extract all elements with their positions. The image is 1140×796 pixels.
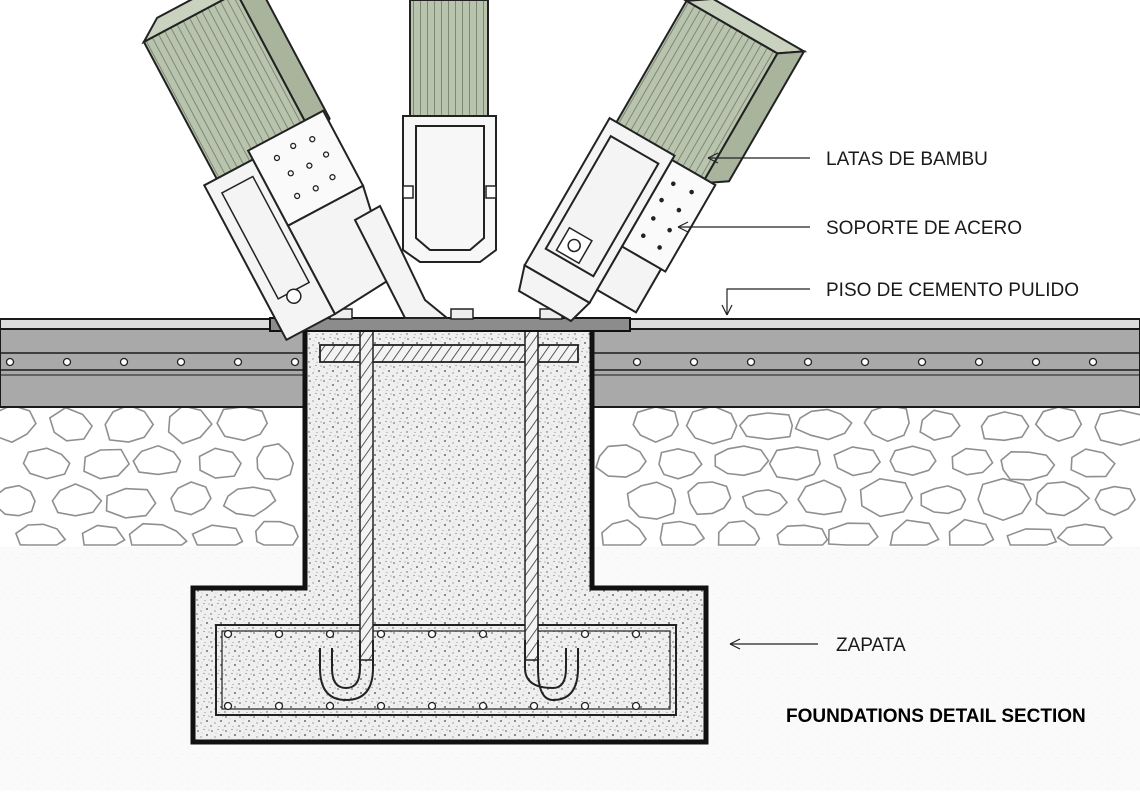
footing-reinforcement-cage: [215, 624, 677, 716]
gravel-stones: [0, 404, 1140, 546]
footing-zapata: [190, 326, 709, 745]
label-zapata: ZAPATA: [836, 635, 906, 656]
label-floor-group: PISO DE CEMENTO PULIDO: [721, 280, 1079, 316]
anchor-plate: [319, 344, 579, 363]
anchor-bolt-right: [524, 329, 579, 702]
leader-floor: [726, 288, 810, 315]
bamboo-bracket-left: [141, 0, 393, 342]
label-bamboo-group: LATAS DE BAMBU: [707, 149, 988, 170]
steel-base-plate: [269, 317, 631, 332]
bamboo-post-center: [409, 0, 489, 117]
slab-rebar-dots: [5, 357, 1098, 367]
label-piso-de-cemento: PISO DE CEMENTO PULIDO: [826, 280, 1079, 301]
label-steel-group: SOPORTE DE ACERO: [677, 218, 1022, 239]
bamboo-bracket-right: [517, 0, 808, 323]
label-latas-de-bambu: LATAS DE BAMBU: [826, 149, 988, 170]
drawing-title: FOUNDATIONS DETAIL SECTION: [786, 706, 1086, 727]
anchor-bolt-left: [319, 329, 374, 702]
bamboo-bracket-center: [353, 0, 497, 319]
label-footing-group: ZAPATA: [729, 635, 906, 656]
label-soporte-de-acero: SOPORTE DE ACERO: [826, 218, 1022, 239]
